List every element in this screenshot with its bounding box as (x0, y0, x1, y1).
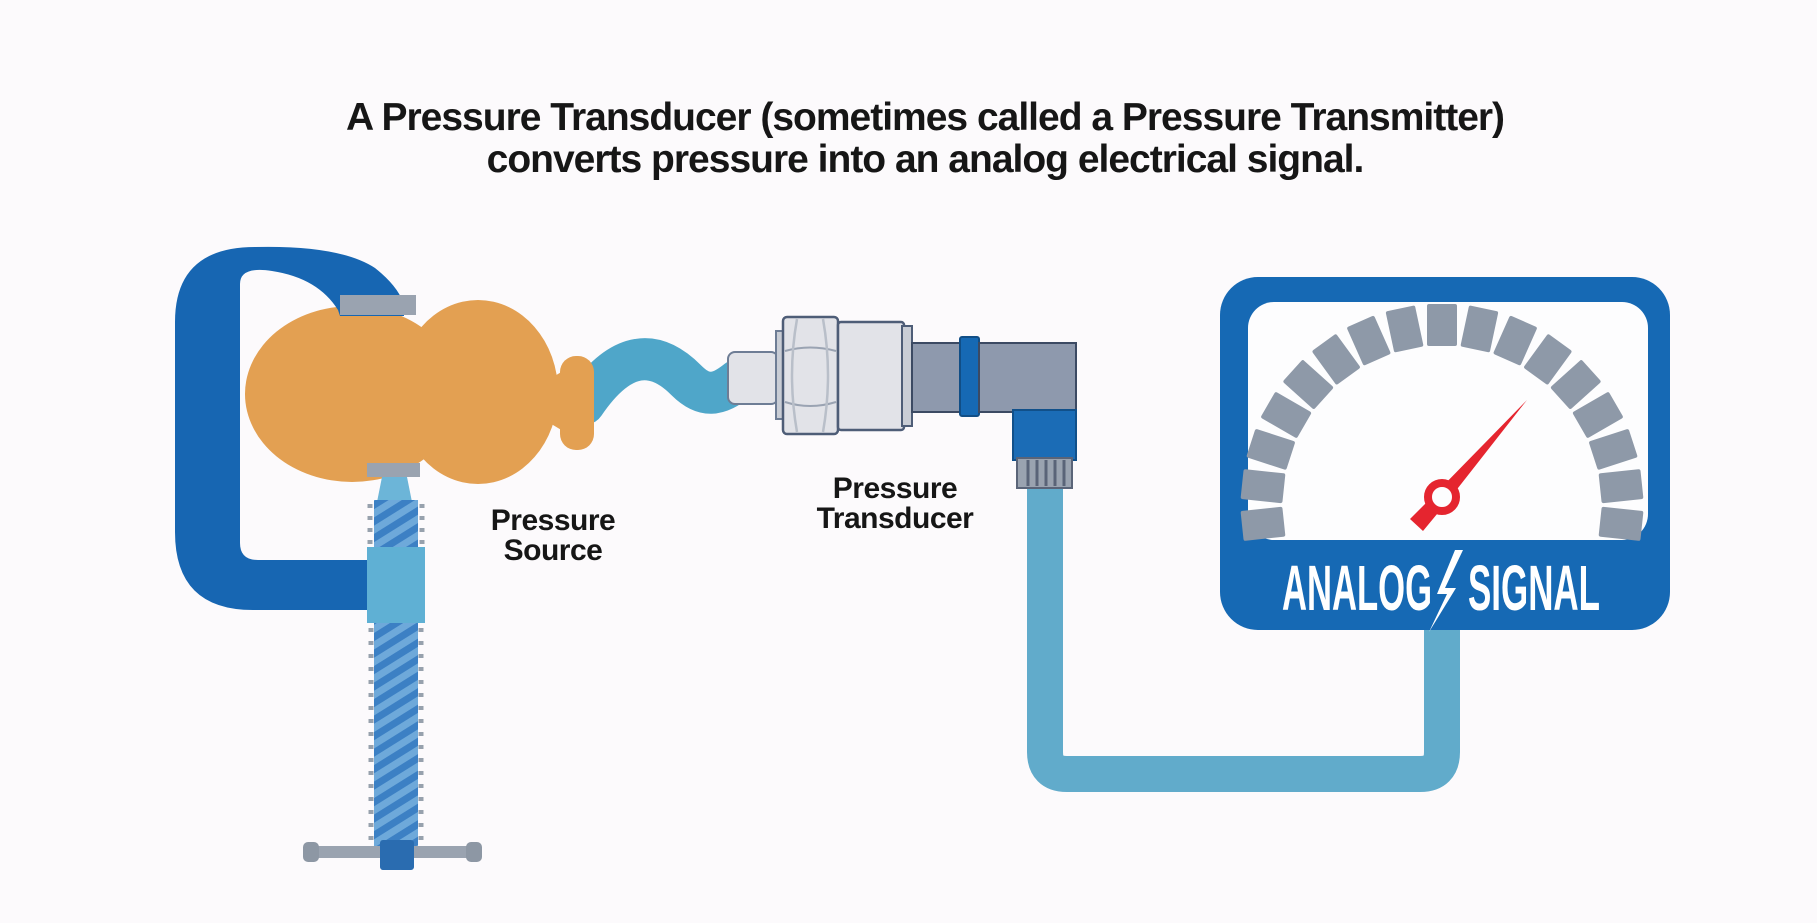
tick-mark (1283, 360, 1334, 409)
strain-relief-ribs (1026, 460, 1066, 486)
transducer-inlet-nipple (727, 351, 779, 405)
title-line-1: A Pressure Transducer (sometimes called … (346, 96, 1504, 139)
lightning-bolt-icon (1429, 550, 1463, 632)
component-labels: Pressure Source Pressure Transducer (491, 472, 975, 567)
clamp-nut-block (367, 547, 425, 623)
gauge-word-analog: ANALOG (1282, 552, 1432, 624)
bulb-left-lobe (245, 306, 459, 482)
screw-upper-thread (374, 500, 418, 548)
title-line-2: converts pressure into an analog electri… (487, 138, 1364, 181)
tick-mark (1312, 334, 1360, 385)
pressure-source-label-line1: Pressure (491, 504, 615, 537)
hex-facet-edges (784, 346, 837, 407)
t-handle-left-cap (303, 842, 319, 862)
tick-mark (1460, 305, 1499, 353)
tick-mark (1524, 334, 1572, 385)
tick-mark (1427, 304, 1457, 346)
connector-elbow (1012, 409, 1077, 461)
tick-mark (1550, 360, 1601, 409)
needle-pointer (1437, 400, 1527, 502)
diagram-title: A Pressure Transducer (sometimes called … (346, 96, 1505, 181)
screw-lower-thread (374, 623, 418, 848)
t-handle-right-cap (466, 842, 482, 862)
gauge-tick-marks (1240, 304, 1644, 541)
pressure-transducer-label-line1: Pressure (833, 472, 957, 505)
transducer-step-ring (901, 325, 913, 427)
tick-mark (1589, 429, 1638, 470)
tick-mark (1598, 469, 1644, 504)
screw-stem (377, 477, 412, 502)
tick-mark (1493, 315, 1537, 366)
transducer-body-cylinder (836, 320, 906, 432)
tick-mark (1240, 506, 1286, 541)
hex-barrel-lines (790, 318, 830, 433)
pressure-transducer-label-line2: Transducer (817, 502, 975, 535)
tick-mark (1246, 429, 1295, 470)
needle-hub (1424, 479, 1460, 515)
screw-bottom-tip (380, 840, 414, 870)
tick-mark (1347, 315, 1391, 366)
tick-mark (1572, 392, 1623, 438)
clamp-top-pad (340, 295, 416, 315)
gauge-word-signal: SIGNAL (1468, 552, 1600, 624)
c-clamp-frame (175, 246, 404, 610)
tick-mark (1240, 469, 1286, 504)
signal-cable (1027, 470, 1460, 792)
analog-signal-label: ANALOG SIGNAL (1282, 550, 1600, 632)
transducer-rear-neck (911, 342, 963, 413)
bulb-cap (560, 356, 594, 450)
tick-mark (1598, 506, 1644, 541)
analog-signal-gauge: ANALOG SIGNAL (1220, 277, 1670, 632)
transducer-blue-ring (959, 336, 980, 417)
pressure-transducer-device (727, 315, 1077, 489)
tube-bulb-to-transducer (563, 338, 759, 425)
bulb-right-lobe (398, 300, 558, 484)
tick-mark (1385, 305, 1424, 353)
clamp-bottom-pad (367, 463, 420, 477)
pressure-bulb (245, 300, 578, 484)
transducer-rear-body (978, 342, 1077, 413)
pressure-source-label-line2: Source (504, 534, 603, 567)
tick-mark (1261, 392, 1312, 438)
